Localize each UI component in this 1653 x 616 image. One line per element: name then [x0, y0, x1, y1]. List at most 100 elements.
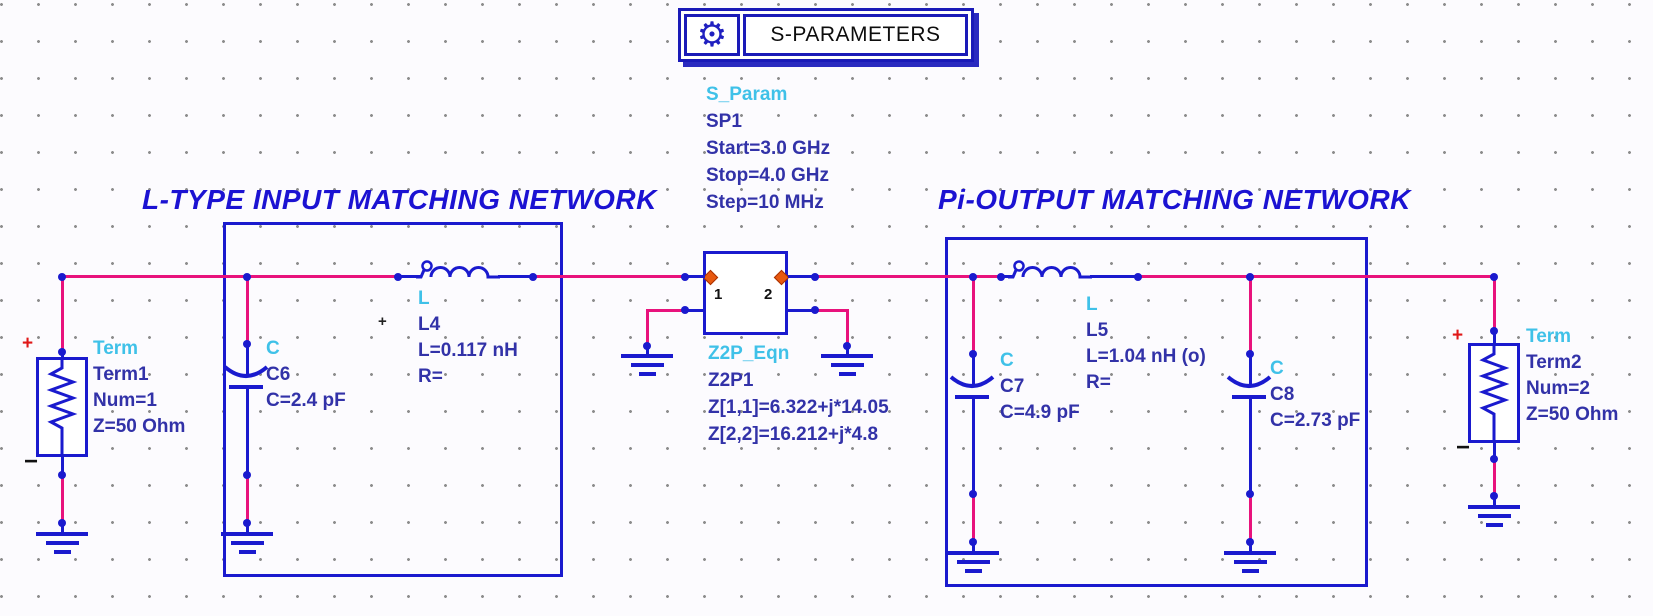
junction-dot	[843, 342, 851, 350]
junction-dot	[969, 538, 977, 546]
wire-segment[interactable]	[248, 275, 398, 278]
l4-value-param[interactable]: L=0.117 nH	[418, 340, 518, 361]
junction-dot	[1490, 455, 1498, 463]
z2p1-twoport-symbol[interactable]	[703, 251, 788, 335]
ground-symbol[interactable]	[1224, 544, 1276, 573]
ground-symbol[interactable]	[621, 347, 673, 376]
junction-dot	[643, 342, 651, 350]
junction-dot	[811, 273, 819, 281]
l4-r-param[interactable]: R=	[418, 366, 443, 387]
junction-dot	[243, 519, 251, 527]
junction-dot	[1490, 327, 1498, 335]
ground-symbol[interactable]	[947, 544, 999, 573]
wire-segment[interactable]	[1493, 277, 1496, 333]
l5-type-label[interactable]: L	[1086, 294, 1098, 315]
c6-labels: C C6 C=2.4 pF	[266, 336, 346, 414]
junction-dot	[997, 273, 1005, 281]
component-lead	[1493, 331, 1496, 343]
wire-segment[interactable]	[972, 494, 975, 544]
l5-labels: L L5 L=1.04 nH (o) R=	[1086, 292, 1206, 396]
wire-segment[interactable]	[61, 277, 64, 353]
wire-segment[interactable]	[532, 275, 684, 278]
wire-segment[interactable]	[814, 309, 848, 312]
c6-capacitor-symbol[interactable]	[222, 361, 270, 397]
wire-segment[interactable]	[646, 309, 684, 312]
junction-dot	[243, 340, 251, 348]
junction-dot	[529, 273, 537, 281]
junction-dot	[1246, 273, 1254, 281]
wire-segment[interactable]	[814, 275, 1002, 278]
wire-segment[interactable]	[972, 277, 975, 355]
wire-segment[interactable]	[846, 309, 849, 347]
c6-type-label[interactable]: C	[266, 338, 280, 359]
c7-value-param[interactable]: C=4.9 pF	[1000, 402, 1080, 423]
sp1-start-label[interactable]: Start=3.0 GHz	[706, 138, 831, 159]
z2p1-z22-param[interactable]: Z[2,2]=16.212+j*4.8	[708, 424, 879, 445]
c7-type-label[interactable]: C	[1000, 350, 1014, 371]
junction-dot	[58, 273, 66, 281]
c7-name-label[interactable]: C7	[1000, 376, 1025, 397]
term1-resistor-symbol[interactable]	[36, 357, 88, 457]
ground-symbol[interactable]	[821, 347, 873, 376]
z2p1-port2-number: 2	[764, 286, 773, 303]
c8-type-label[interactable]: C	[1270, 358, 1284, 379]
junction-dot	[681, 306, 689, 314]
junction-dot	[1490, 492, 1498, 500]
term2-z-param[interactable]: Z=50 Ohm	[1526, 404, 1619, 425]
gear-icon: ⚙	[684, 14, 740, 56]
component-lead	[1249, 399, 1252, 494]
wire-segment[interactable]	[1249, 494, 1252, 544]
ground-symbol[interactable]	[36, 525, 88, 554]
l4-inductor-symbol[interactable]	[416, 258, 500, 284]
term2-num-param[interactable]: Num=2	[1526, 378, 1590, 399]
sp1-name-label[interactable]: SP1	[706, 111, 742, 132]
ground-symbol[interactable]	[1468, 498, 1520, 527]
wire-segment[interactable]	[1137, 275, 1496, 278]
term2-name-label[interactable]: Term2	[1526, 352, 1582, 373]
l4-name-label[interactable]: L4	[418, 314, 441, 335]
wire-segment[interactable]	[1493, 460, 1496, 498]
term1-z-param[interactable]: Z=50 Ohm	[93, 416, 186, 437]
z2p1-z11-param[interactable]: Z[1,1]=6.322+j*14.05	[708, 397, 889, 418]
sp1-step-label[interactable]: Step=10 MHz	[706, 192, 824, 213]
term2-type-label[interactable]: Term	[1526, 326, 1572, 347]
wire-segment[interactable]	[61, 475, 64, 525]
l5-name-label[interactable]: L5	[1086, 320, 1109, 341]
c6-value-param[interactable]: C=2.4 pF	[266, 390, 346, 411]
z2p1-port1-number: 1	[714, 286, 723, 303]
component-lead	[972, 399, 975, 494]
c6-name-label[interactable]: C6	[266, 364, 291, 385]
junction-dot	[1246, 538, 1254, 546]
junction-dot	[1490, 273, 1498, 281]
sp1-type-label[interactable]: S_Param	[706, 84, 788, 105]
term2-plus-mark: +	[1452, 325, 1464, 346]
ground-symbol[interactable]	[221, 525, 273, 554]
c8-capacitor-symbol[interactable]	[1225, 371, 1273, 407]
l5-value-param[interactable]: L=1.04 nH (o)	[1086, 346, 1206, 367]
wire-segment[interactable]	[246, 475, 249, 525]
l5-r-param[interactable]: R=	[1086, 372, 1111, 393]
l5-inductor-symbol[interactable]	[1008, 258, 1092, 284]
wire-segment[interactable]	[61, 275, 248, 278]
c7-capacitor-symbol[interactable]	[948, 371, 996, 407]
output-network-box[interactable]	[945, 237, 1368, 587]
s-parameters-controller[interactable]: ⚙ S-PARAMETERS	[678, 8, 974, 62]
c8-name-label[interactable]: C8	[1270, 384, 1295, 405]
wire-segment[interactable]	[1249, 277, 1252, 355]
sp1-stop-label[interactable]: Stop=4.0 GHz	[706, 165, 829, 186]
wire-segment[interactable]	[246, 277, 249, 345]
z2p1-name-label[interactable]: Z2P1	[708, 370, 754, 391]
term1-name-label[interactable]: Term1	[93, 364, 149, 385]
junction-dot	[58, 519, 66, 527]
input-network-box[interactable]	[223, 222, 563, 577]
c8-value-param[interactable]: C=2.73 pF	[1270, 410, 1361, 431]
l4-type-label[interactable]: L	[418, 288, 430, 309]
term1-num-param[interactable]: Num=1	[93, 390, 157, 411]
term1-type-label[interactable]: Term	[93, 338, 139, 359]
output-network-title[interactable]: Pi-OUTPUT MATCHING NETWORK	[938, 184, 1411, 215]
term1-plus-mark: +	[22, 333, 34, 354]
term2-resistor-symbol[interactable]	[1468, 343, 1520, 443]
input-network-title[interactable]: L-TYPE INPUT MATCHING NETWORK	[142, 184, 657, 215]
z2p1-type-label[interactable]: Z2P_Eqn	[708, 343, 790, 364]
wire-segment[interactable]	[646, 309, 649, 347]
